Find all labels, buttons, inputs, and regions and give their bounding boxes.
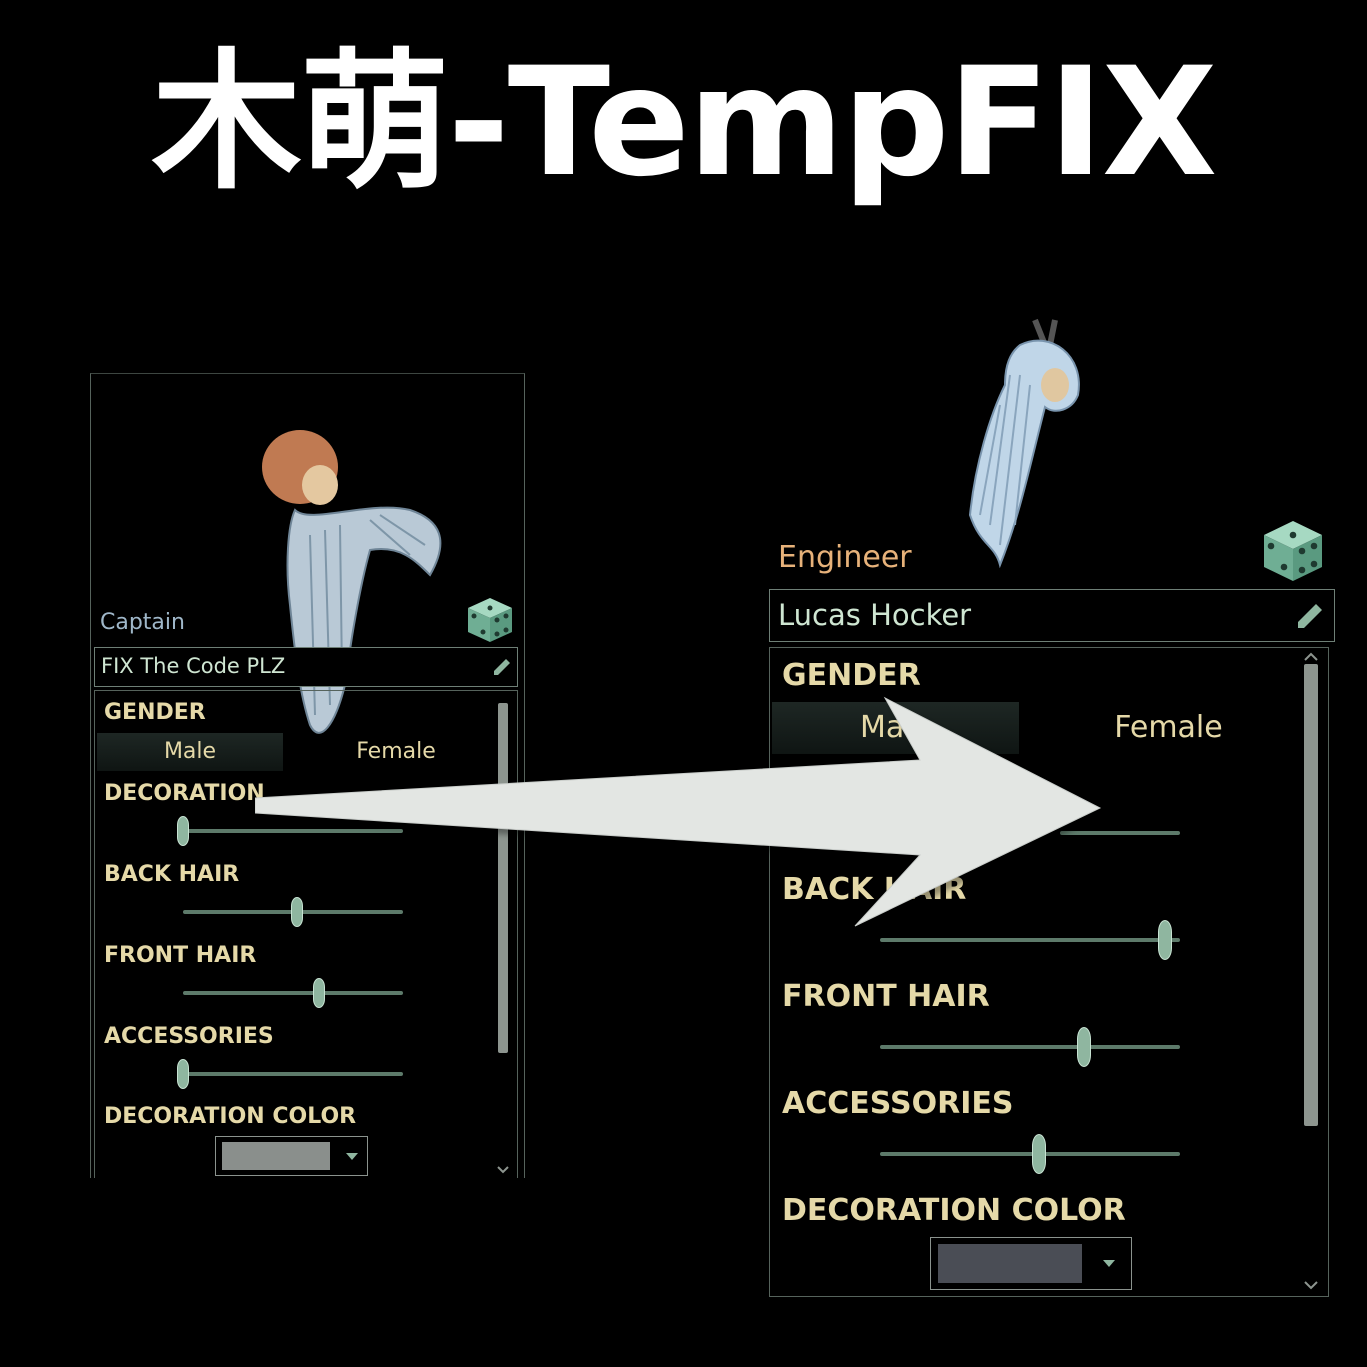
page-title: 木萌-TempFIX [151, 36, 1218, 210]
front-hair-label: FRONT HAIR [104, 943, 257, 968]
back-hair-slider[interactable] [183, 897, 403, 927]
gender-label: GENDER [104, 700, 206, 725]
decoration-color-dropdown[interactable] [930, 1237, 1132, 1290]
front-hair-slider-thumb[interactable] [1077, 1027, 1091, 1067]
dice-icon[interactable] [1258, 515, 1328, 585]
pencil-icon[interactable] [491, 656, 513, 678]
gender-label: GENDER [782, 658, 921, 693]
back-hair-slider-thumb[interactable] [291, 897, 304, 927]
character-name-text: FIX The Code PLZ [101, 654, 286, 678]
accessories-slider[interactable] [177, 1059, 403, 1089]
back-hair-slider-thumb[interactable] [1158, 920, 1172, 960]
front-hair-slider-thumb[interactable] [313, 978, 326, 1008]
decoration-slider-track[interactable] [1060, 831, 1180, 835]
scroll-up-icon[interactable] [1304, 652, 1318, 662]
character-name-field[interactable]: FIX The Code PLZ [94, 647, 518, 687]
accessories-slider-thumb[interactable] [1032, 1134, 1046, 1174]
accessories-slider-thumb[interactable] [177, 1059, 189, 1089]
decoration-label: DECORATION [104, 781, 265, 806]
decoration-slider[interactable] [177, 816, 403, 846]
character-name-text: Lucas Hocker [778, 598, 972, 632]
gender-option-female[interactable]: Female [356, 739, 436, 764]
gender-option-female[interactable]: Female [1114, 710, 1223, 745]
scroll-down-icon[interactable] [497, 1165, 509, 1175]
dropdown-caret-icon [346, 1153, 358, 1160]
after-character-preview [968, 318, 1080, 569]
role-label: Captain [100, 610, 185, 635]
character-name-field[interactable]: Lucas Hocker [769, 589, 1335, 642]
dropdown-caret-icon [1103, 1260, 1115, 1267]
accessories-label: ACCESSORIES [104, 1024, 274, 1049]
gender-option-male[interactable]: Male [97, 733, 283, 771]
front-hair-slider[interactable] [183, 978, 403, 1008]
customization-options [94, 690, 518, 1178]
before-panel-frame [90, 373, 525, 1178]
decoration-color-swatch [938, 1244, 1082, 1283]
decoration-color-swatch [222, 1142, 330, 1170]
options-scrollbar[interactable] [1304, 664, 1318, 1126]
front-hair-slider[interactable] [880, 1027, 1180, 1067]
pencil-icon[interactable] [1294, 600, 1326, 632]
scroll-down-icon[interactable] [1304, 1280, 1318, 1290]
options-scrollbar[interactable] [498, 703, 508, 1053]
decoration-slider-thumb[interactable] [177, 816, 189, 846]
arrow-icon [255, 696, 1106, 930]
dice-icon[interactable] [464, 594, 516, 644]
back-hair-slider[interactable] [880, 920, 1180, 960]
customization-options [769, 647, 1329, 1297]
decoration-color-label: DECORATION COLOR [104, 1104, 357, 1129]
accessories-slider[interactable] [880, 1134, 1180, 1174]
front-hair-label: FRONT HAIR [782, 979, 990, 1014]
back-hair-label: BACK HAIR [104, 862, 240, 887]
role-label: Engineer [778, 540, 912, 575]
decoration-color-label: DECORATION COLOR [782, 1193, 1126, 1228]
accessories-label: ACCESSORIES [782, 1086, 1014, 1121]
decoration-color-dropdown[interactable] [215, 1136, 368, 1176]
